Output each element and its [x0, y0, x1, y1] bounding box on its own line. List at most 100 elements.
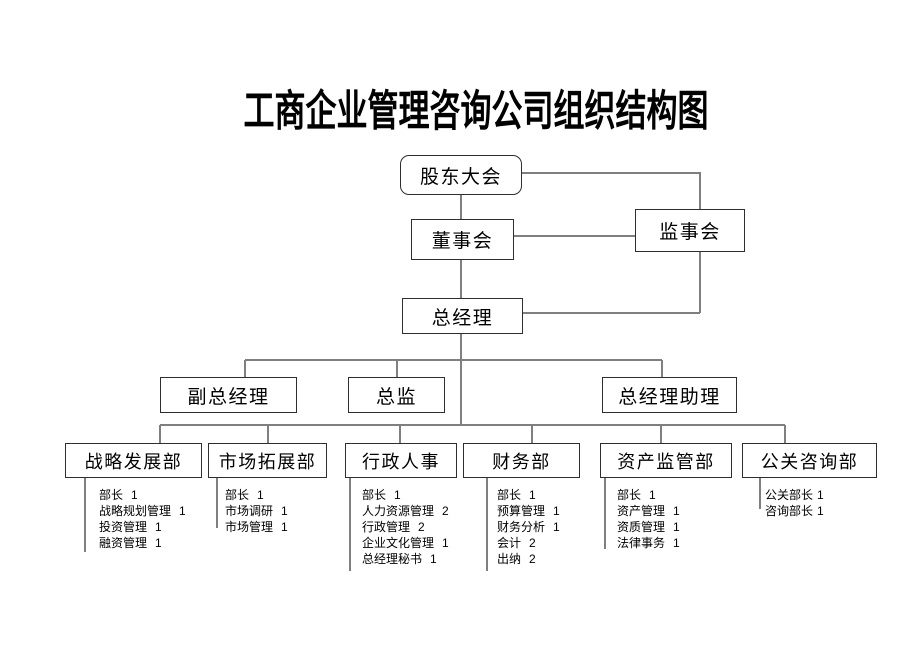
node-label: 股东大会	[419, 166, 502, 188]
staff-name: 咨询部长	[765, 504, 814, 518]
staff-name: 部长	[225, 488, 250, 502]
node-deputy-general-manager: 副总经理	[160, 377, 297, 413]
staff-count: 1	[179, 504, 186, 518]
staff-name: 部长	[497, 488, 522, 502]
staff-count: 2	[442, 504, 449, 518]
node-label: 董事会	[431, 231, 494, 252]
node-supervisory-board: 监事会	[635, 209, 745, 252]
staff-item: 融资管理 1	[99, 535, 186, 551]
staff-count: 2	[529, 552, 536, 566]
staff-name: 部长	[99, 488, 124, 502]
staff-name: 总经理秘书	[362, 552, 423, 566]
staff-count: 1	[442, 536, 449, 550]
staff-count: 1	[394, 488, 401, 502]
staff-item: 会计 2	[497, 535, 560, 551]
staff-name: 法律事务	[617, 536, 666, 550]
staff-count: 1	[553, 504, 560, 518]
staff-name: 财务分析	[497, 520, 546, 534]
staff-name: 公关部长	[765, 488, 814, 502]
staff-count: 1	[155, 520, 162, 534]
staff-name: 资质管理	[617, 520, 666, 534]
staff-item: 部长 1	[362, 487, 449, 503]
node-shareholders-meeting: 股东大会	[400, 155, 522, 195]
node-label: 副总经理	[187, 386, 270, 408]
node-director: 总监	[348, 377, 445, 413]
staff-item: 市场调研 1	[225, 503, 288, 519]
staff-item: 投资管理 1	[99, 519, 186, 535]
staff-count: 1	[649, 488, 656, 502]
staff-name: 市场调研	[225, 504, 274, 518]
staff-count: 1	[281, 504, 288, 518]
staff-count: 1	[131, 488, 138, 502]
staff-item: 战略规划管理 1	[99, 503, 186, 519]
staff-name: 战略规划管理	[99, 504, 172, 518]
node-general-manager: 总经理	[402, 298, 523, 334]
staff-name: 出纳	[497, 552, 522, 566]
staff-count: 1	[281, 520, 288, 534]
staff-name: 部长	[362, 488, 387, 502]
staff-count: 1	[817, 504, 824, 518]
node-label: 公关咨询部	[760, 451, 859, 472]
staff-item: 企业文化管理 1	[362, 535, 449, 551]
staff-count: 1	[673, 504, 680, 518]
staff-count: 1	[673, 520, 680, 534]
staff-list-market: 部长 1 市场调研 1 市场管理 1	[225, 487, 288, 535]
staff-name: 投资管理	[99, 520, 148, 534]
node-dept-strategy: 战略发展部	[65, 443, 202, 478]
staff-count: 1	[529, 488, 536, 502]
staff-count: 1	[817, 488, 824, 502]
staff-count: 1	[257, 488, 264, 502]
staff-item: 市场管理 1	[225, 519, 288, 535]
staff-item: 部长 1	[497, 487, 560, 503]
page-title: 工商企业管理咨询公司组织结构图	[243, 87, 709, 136]
staff-item: 部长 1	[99, 487, 186, 503]
node-label: 战略发展部	[84, 451, 183, 472]
staff-name: 人力资源管理	[362, 504, 435, 518]
node-dept-market: 市场拓展部	[208, 443, 327, 478]
staff-item: 资产管理 1	[617, 503, 680, 519]
staff-name: 部长	[617, 488, 642, 502]
staff-name: 会计	[497, 536, 522, 550]
node-label: 财务部	[492, 451, 551, 472]
staff-name: 资产管理	[617, 504, 666, 518]
node-label: 行政人事	[362, 451, 440, 472]
staff-item: 出纳 2	[497, 551, 560, 567]
staff-count: 1	[155, 536, 162, 550]
staff-item: 资质管理 1	[617, 519, 680, 535]
staff-name: 企业文化管理	[362, 536, 435, 550]
node-label: 资产监管部	[617, 451, 715, 472]
node-dept-pr-consulting: 公关咨询部	[742, 443, 877, 478]
staff-count: 2	[529, 536, 536, 550]
staff-list-admin-hr: 部长 1 人力资源管理 2 行政管理 2 企业文化管理 1 总经理秘书 1	[362, 487, 449, 567]
staff-count: 1	[430, 552, 437, 566]
node-label: 监事会	[659, 222, 721, 243]
node-dept-asset: 资产监管部	[600, 443, 732, 478]
node-label: 总监	[375, 386, 417, 408]
node-dept-finance: 财务部	[463, 443, 580, 478]
staff-item: 预算管理 1	[497, 503, 560, 519]
staff-item: 部长 1	[225, 487, 288, 503]
node-label: 总经理	[431, 307, 494, 329]
node-label: 总经理助理	[618, 386, 721, 408]
staff-list-strategy: 部长 1 战略规划管理 1 投资管理 1 融资管理 1	[99, 487, 186, 551]
staff-count: 2	[418, 520, 425, 534]
node-label: 市场拓展部	[218, 451, 317, 472]
staff-item: 部长 1	[617, 487, 680, 503]
node-dept-admin-hr: 行政人事	[345, 443, 457, 478]
staff-name: 融资管理	[99, 536, 148, 550]
staff-list-finance: 部长 1 预算管理 1 财务分析 1 会计 2 出纳 2	[497, 487, 560, 567]
staff-name: 预算管理	[497, 504, 546, 518]
staff-name: 行政管理	[362, 520, 411, 534]
staff-name: 市场管理	[225, 520, 274, 534]
node-gm-assistant: 总经理助理	[602, 377, 737, 413]
staff-item: 行政管理 2	[362, 519, 449, 535]
staff-item: 总经理秘书 1	[362, 551, 449, 567]
staff-item: 财务分析 1	[497, 519, 560, 535]
staff-count: 1	[553, 520, 560, 534]
